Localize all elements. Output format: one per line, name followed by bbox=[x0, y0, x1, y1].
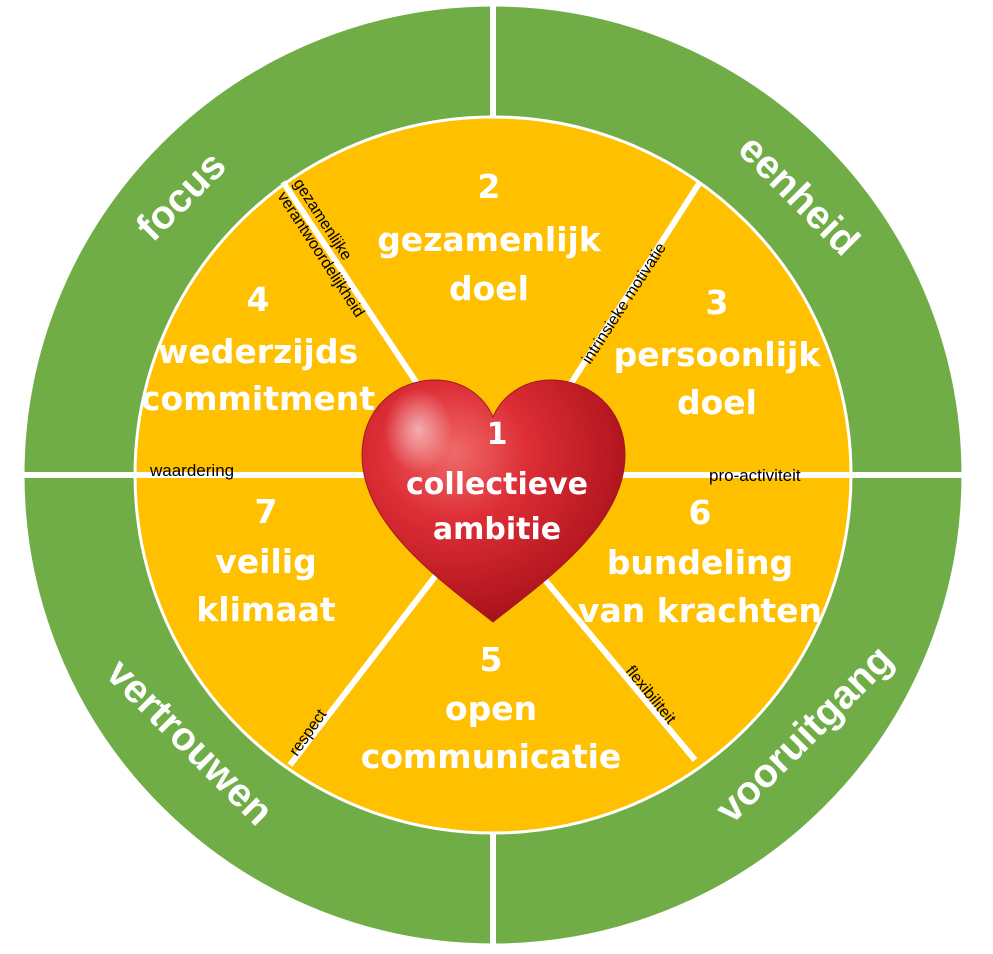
segment-5-line1: open bbox=[445, 689, 537, 728]
segment-2-line1: gezamenlijk bbox=[377, 220, 602, 259]
divider-lower-left bbox=[287, 568, 443, 767]
segment-3-number: 3 bbox=[706, 283, 729, 322]
segment-2-line2: doel bbox=[449, 269, 529, 308]
segment-4-line1: wederzijds bbox=[158, 332, 358, 371]
segment-3: 3 persoonlijk doel bbox=[614, 283, 822, 422]
segment-4: 4 wederzijds commitment bbox=[141, 280, 375, 418]
center-line2: ambitie bbox=[433, 512, 561, 547]
segment-4-number: 4 bbox=[247, 280, 270, 319]
segment-5-number: 5 bbox=[480, 640, 503, 679]
segment-7-line2: klimaat bbox=[196, 590, 335, 629]
segment-3-line1: persoonlijk bbox=[614, 335, 822, 374]
segment-2: 2 gezamenlijk doel bbox=[377, 167, 602, 308]
segment-7-number: 7 bbox=[255, 492, 278, 531]
segment-6: 6 bundeling van krachten bbox=[578, 493, 822, 630]
center-number: 1 bbox=[487, 417, 508, 452]
segment-6-line2: van krachten bbox=[578, 591, 822, 630]
segment-3-line2: doel bbox=[677, 383, 757, 422]
inner-dividers bbox=[136, 180, 850, 767]
divider-upper-left bbox=[280, 180, 421, 387]
segment-2-number: 2 bbox=[478, 167, 501, 206]
divider-label-waardering: waardering bbox=[149, 461, 234, 480]
segment-6-line1: bundeling bbox=[607, 543, 793, 582]
segment-5-line2: communicatie bbox=[361, 737, 622, 776]
heart-shine bbox=[384, 388, 452, 472]
segment-7-line1: veilig bbox=[215, 542, 316, 581]
divider-label-pro-activiteit: pro-activiteit bbox=[709, 466, 801, 485]
segment-7: 7 veilig klimaat bbox=[196, 492, 335, 629]
divider-upper-right bbox=[567, 180, 703, 387]
segment-6-number: 6 bbox=[689, 493, 712, 532]
center-line1: collectieve bbox=[406, 467, 588, 502]
heart: 1 collectieve ambitie bbox=[361, 379, 626, 623]
divider-lower-right bbox=[542, 578, 698, 762]
segment-5: 5 open communicatie bbox=[361, 640, 622, 776]
segment-4-line2: commitment bbox=[141, 379, 375, 418]
